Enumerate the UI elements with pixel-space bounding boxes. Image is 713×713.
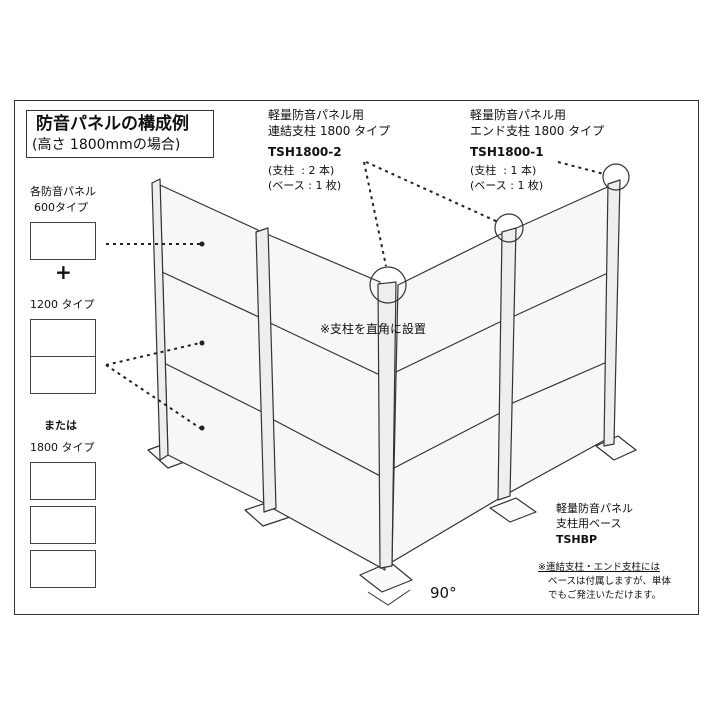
leader-dot-1200 <box>199 340 205 346</box>
title-box <box>26 110 214 158</box>
leader-1200-panel <box>105 342 201 366</box>
title-sub: (高さ 1800mmの場合) <box>32 137 181 153</box>
footnote-line-2: ベースは付属しますが、単体 <box>548 576 671 587</box>
leader-dot-1800 <box>199 425 205 431</box>
connector-post-spec-1: (支柱 : 2 本) <box>268 164 335 177</box>
right-seam-lower-1 <box>393 411 503 469</box>
base-name-2: 支柱用ベース <box>556 517 622 530</box>
post-right-end <box>603 179 621 447</box>
end-post-name-1: 軽量防音パネル用 <box>470 108 567 122</box>
end-post-code: TSH1800-1 <box>470 145 544 159</box>
left-wall-panel-1 <box>159 184 269 506</box>
base-name-1: 軽量防音パネル <box>556 502 633 515</box>
panel-1800-swatch-top <box>30 462 96 500</box>
left-seam-lower-1 <box>163 362 265 414</box>
end-post-spec-1: (支柱 : 1 本) <box>470 164 537 177</box>
leader-connector-corner <box>363 161 387 267</box>
end-post-spec-2: (ベース : 1 枚) <box>470 179 544 192</box>
post-connector-right <box>497 227 517 501</box>
connector-post-spec-2: (ベース : 1 枚) <box>268 179 342 192</box>
diagram-frame <box>14 100 699 615</box>
plus-sign: + <box>55 260 72 284</box>
callout-circle-corner <box>369 266 407 304</box>
post-corner <box>377 281 397 569</box>
panel-1800-swatch-middle <box>30 506 96 544</box>
panel-label-line-1: 各防音パネル <box>30 185 96 198</box>
angle-marker <box>367 589 411 606</box>
panel-1800-swatch-bottom <box>30 550 96 588</box>
footnote-line-1: ※連結支柱・エンド支柱には <box>538 562 660 573</box>
left-seam-upper-2 <box>267 321 383 377</box>
base-plate-right-middle <box>489 497 537 523</box>
base-code: TSHBP <box>556 533 598 546</box>
left-seam-upper-1 <box>161 271 262 319</box>
leader-1800-panel <box>105 364 201 429</box>
right-seam-upper-2 <box>509 271 611 319</box>
panel-label-line-2: 600タイプ <box>34 201 88 214</box>
end-post-name-2: エンド支柱 1800 タイプ <box>470 124 605 138</box>
left-seam-lower-2 <box>269 417 385 479</box>
callout-circle-end <box>602 163 630 191</box>
connector-post-name-1: 軽量防音パネル用 <box>268 108 365 122</box>
type-1200-label: 1200 タイプ <box>30 298 95 311</box>
connector-post-name-2: 連結支柱 1800 タイプ <box>268 124 391 138</box>
right-wall-panel-1 <box>391 231 506 563</box>
title-main: 防音パネルの構成例 <box>36 114 189 134</box>
callout-circle-connector <box>494 213 524 243</box>
type-1800-label: 1800 タイプ <box>30 441 95 454</box>
connector-post-code: TSH1800-2 <box>268 145 342 159</box>
panel-1200-swatch-top <box>30 319 96 357</box>
corner-note: ※支柱を直角に設置 <box>320 322 427 336</box>
post-left-end <box>151 178 169 461</box>
right-seam-lower-2 <box>507 361 608 406</box>
angle-label: 90° <box>430 584 457 602</box>
panel-600-swatch <box>30 222 96 260</box>
leader-connector-right <box>365 161 499 223</box>
right-seam-upper-1 <box>395 319 505 373</box>
footnote-line-3: でもご発注いただけます。 <box>548 590 662 601</box>
post-connector-left <box>255 227 277 513</box>
or-label: または <box>44 419 77 432</box>
leader-dot-600 <box>199 241 205 247</box>
panel-1200-swatch-bottom <box>30 356 96 394</box>
leader-end-post <box>557 161 605 175</box>
